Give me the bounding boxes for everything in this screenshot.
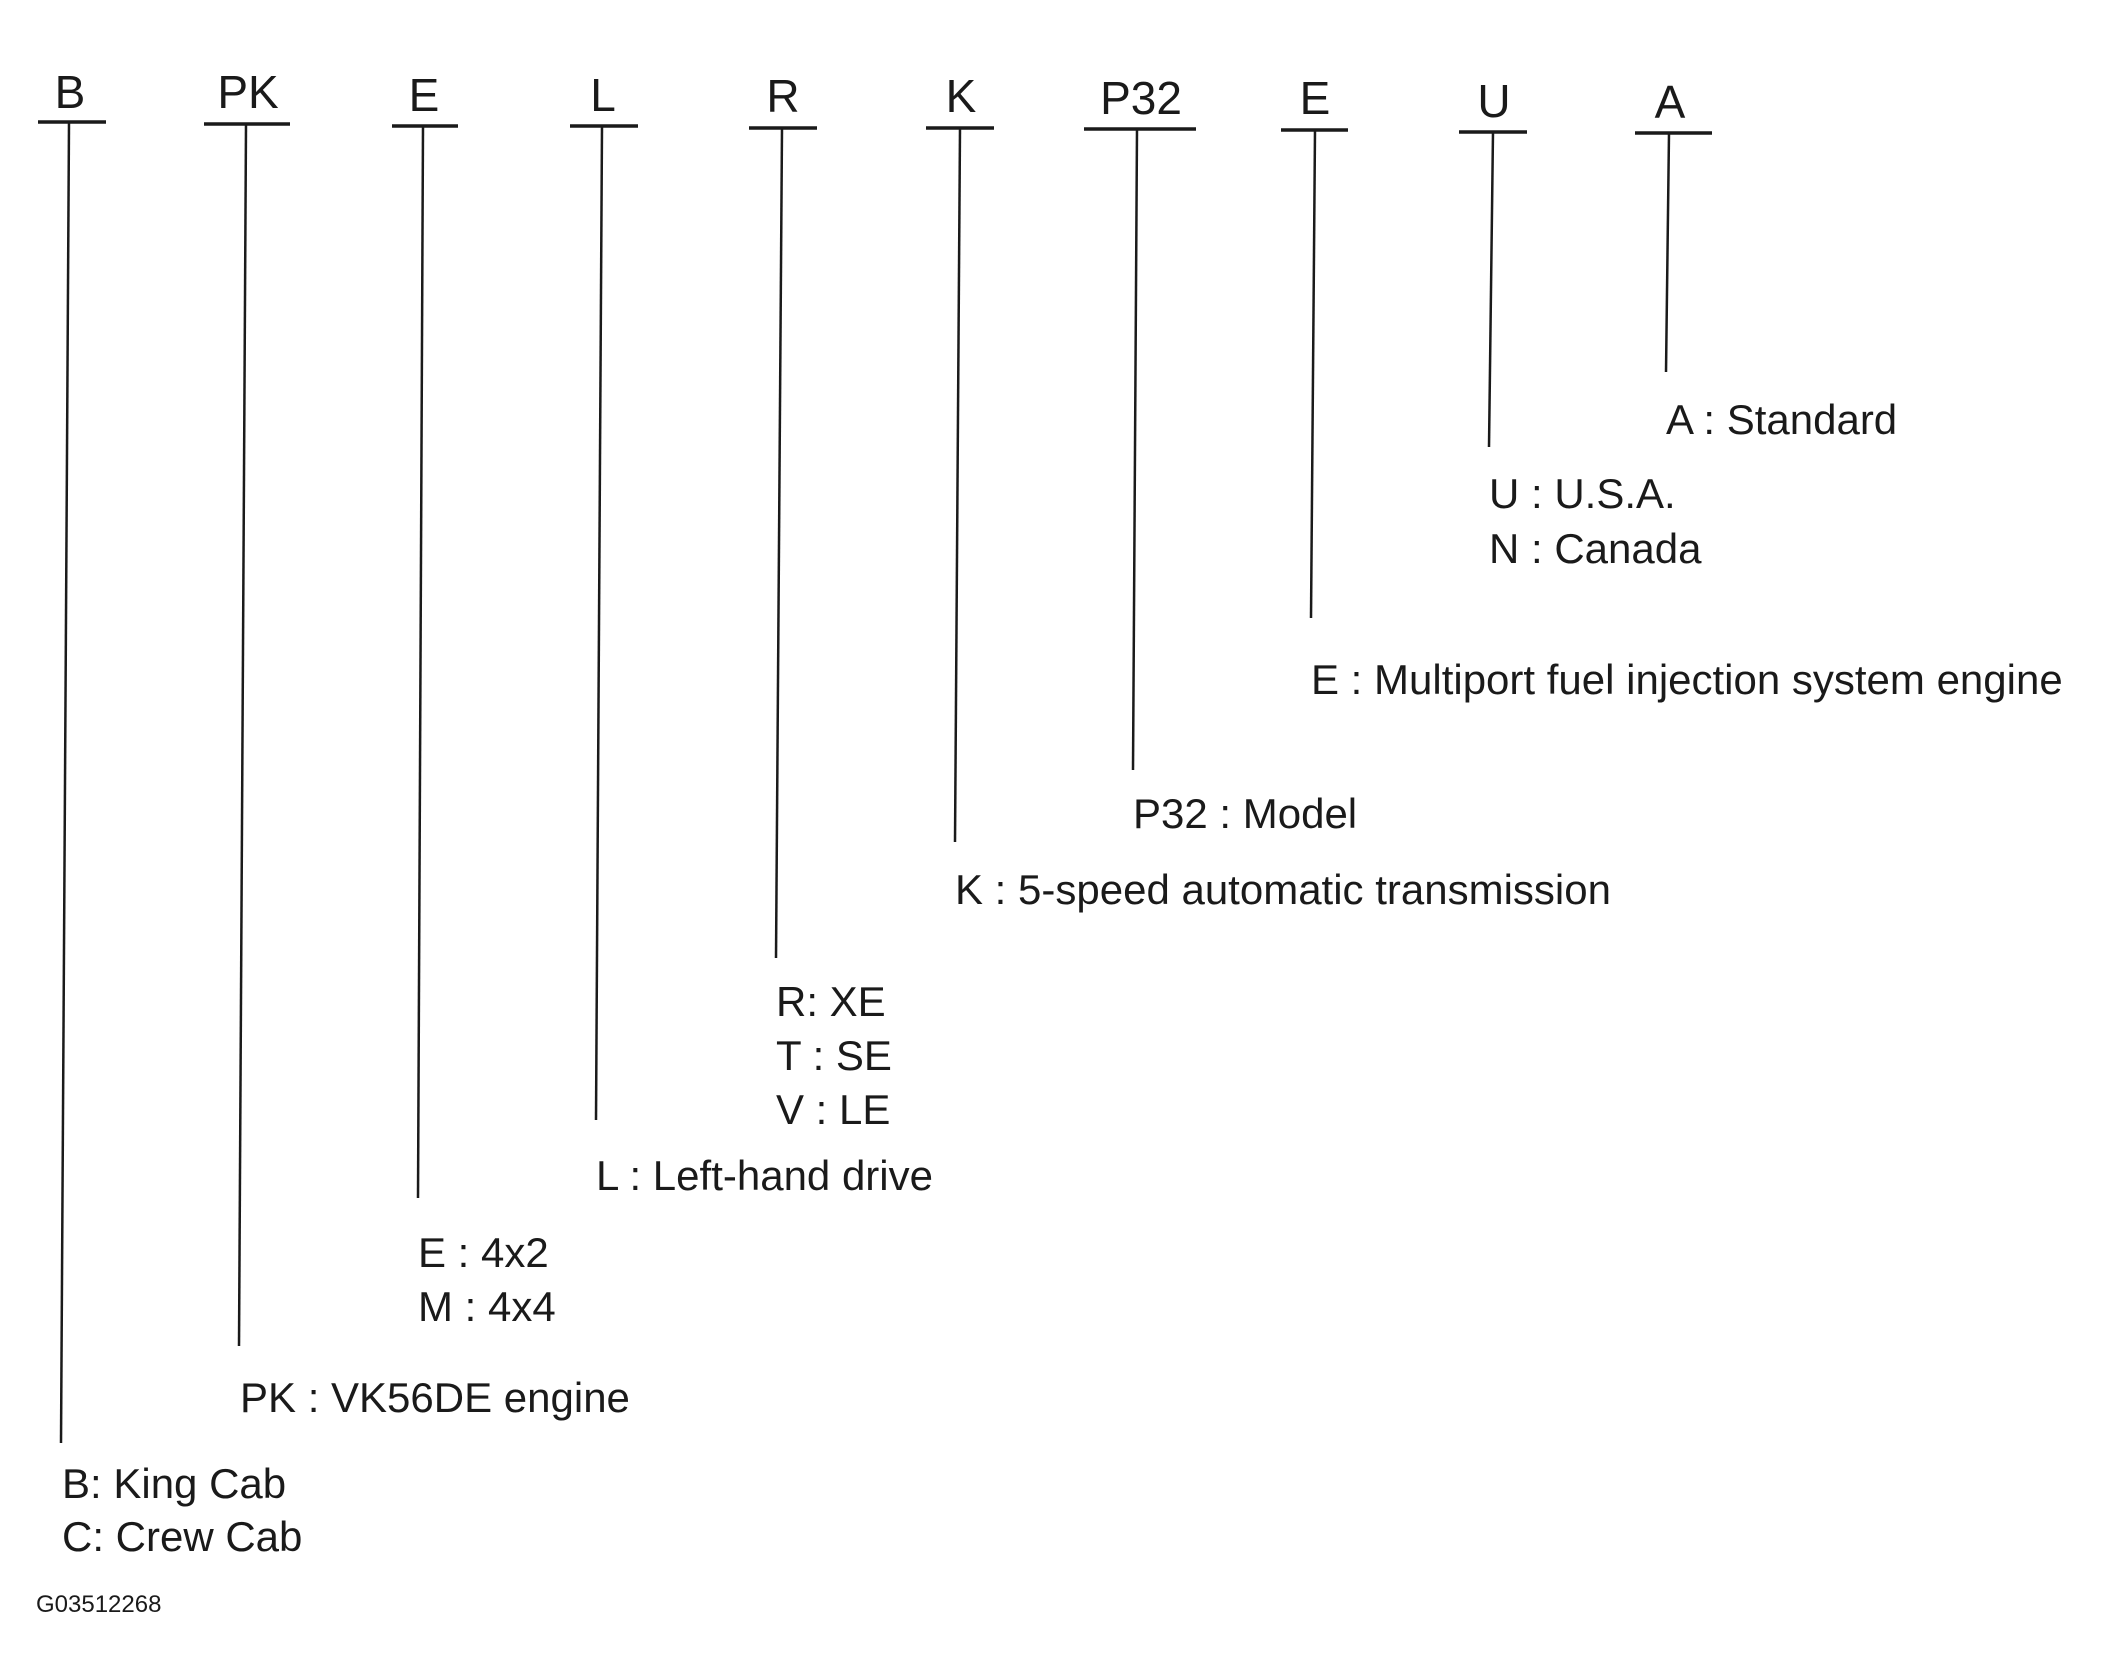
- leader-line-u: [1487, 131, 1495, 448]
- description-pk-engine: PK : VK56DE engine: [240, 1374, 630, 1421]
- description-e-multiport-engine: E : Multiport fuel injection system engi…: [1311, 656, 2063, 703]
- code-group-l: L L : Left-hand drive: [570, 69, 933, 1199]
- code-label-e-drive: E: [409, 69, 440, 121]
- leader-line-e-drive: [416, 125, 425, 1199]
- leader-line-r: [774, 127, 784, 959]
- code-group-r: R R: XE T : SE V : LE: [749, 70, 892, 1133]
- code-group-e-engine: E E : Multiport fuel injection system en…: [1281, 72, 2063, 703]
- leader-line-p32: [1131, 128, 1139, 771]
- description-u-usa: U : U.S.A.: [1489, 470, 1676, 517]
- code-group-e-drive: E E : 4x2 M : 4x4: [392, 69, 556, 1330]
- description-k-transmission: K : 5-speed automatic transmission: [955, 866, 1611, 913]
- description-c-crew-cab: C: Crew Cab: [62, 1513, 302, 1560]
- figure-id: G03512268: [36, 1591, 161, 1618]
- code-group-pk: PK PK : VK56DE engine: [204, 66, 630, 1421]
- code-group-a: A A : Standard: [1635, 76, 1897, 443]
- leader-line-k: [953, 127, 962, 843]
- description-t-se: T : SE: [776, 1032, 892, 1079]
- code-label-b: B: [55, 66, 86, 118]
- description-n-canada: N : Canada: [1489, 525, 1702, 572]
- leader-line-e-engine: [1309, 129, 1317, 619]
- code-label-l: L: [590, 69, 616, 121]
- description-l-left-hand-drive: L : Left-hand drive: [596, 1152, 933, 1199]
- leader-line-pk: [237, 123, 248, 1347]
- description-e-4x2: E : 4x2: [418, 1229, 549, 1276]
- description-p32-model: P32 : Model: [1133, 790, 1357, 837]
- code-label-u: U: [1477, 75, 1510, 127]
- code-group-b: B B: King Cab C: Crew Cab: [38, 66, 302, 1560]
- leader-line-a: [1664, 132, 1671, 373]
- code-label-r: R: [766, 70, 799, 122]
- description-m-4x4: M : 4x4: [418, 1283, 556, 1330]
- code-label-pk: PK: [217, 66, 279, 118]
- description-a-standard: A : Standard: [1666, 396, 1897, 443]
- code-group-p32: P32 P32 : Model: [1084, 72, 1357, 837]
- code-label-a: A: [1655, 76, 1686, 128]
- code-group-k: K K : 5-speed automatic transmission: [926, 70, 1611, 913]
- description-b-king-cab: B: King Cab: [62, 1460, 286, 1507]
- code-group-u: U U : U.S.A. N : Canada: [1459, 75, 1702, 572]
- description-v-le: V : LE: [776, 1086, 890, 1133]
- code-label-e-engine: E: [1300, 72, 1331, 124]
- description-r-xe: R: XE: [776, 978, 886, 1025]
- code-label-p32: P32: [1100, 72, 1182, 124]
- leader-line-b: [59, 121, 71, 1444]
- leader-line-l: [594, 125, 604, 1121]
- code-label-k: K: [946, 70, 977, 122]
